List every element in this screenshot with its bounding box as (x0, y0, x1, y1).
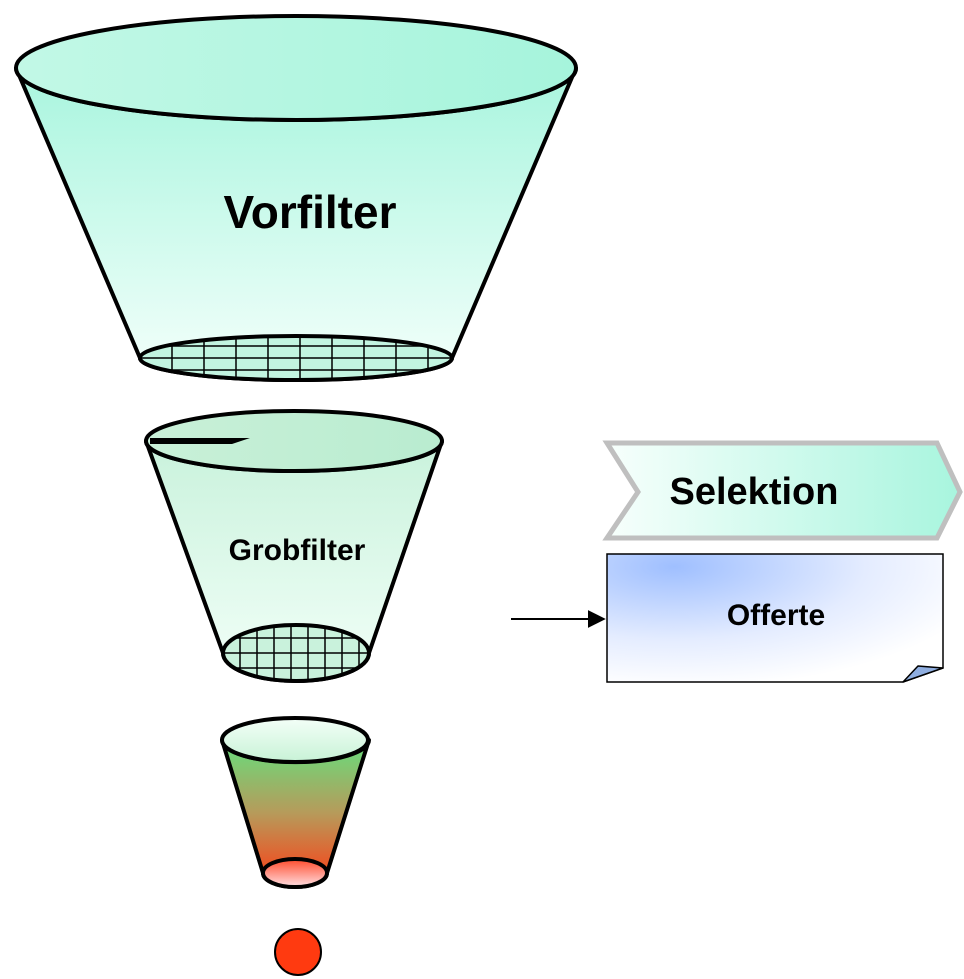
result-dot (274, 928, 322, 976)
funnel-stage-1-opening (14, 14, 578, 122)
offerte-document: Offerte (606, 553, 944, 683)
funnel-stage-2-rim-highlight (150, 438, 250, 444)
funnel-stage-3-outlet (261, 857, 329, 889)
offerte-label: Offerte (727, 599, 825, 632)
funnel-stage-2-sieve (221, 623, 371, 683)
funnel-stage-3-opening (220, 716, 370, 764)
selektion-tag: Selektion (602, 440, 963, 541)
funnel-stage-1-label: Vorfilter (224, 186, 397, 238)
selektion-label: Selektion (670, 471, 839, 513)
funnel-stage-1: Vorfilter (14, 14, 578, 382)
funnel-stage-2-label: Grobfilter (229, 534, 366, 567)
offerte-document-folded-corner (902, 665, 944, 683)
funnel-stage-2: Grobfilter (144, 409, 444, 683)
funnel-stage-3 (220, 716, 371, 889)
funnel-stage-2-opening (144, 409, 444, 473)
